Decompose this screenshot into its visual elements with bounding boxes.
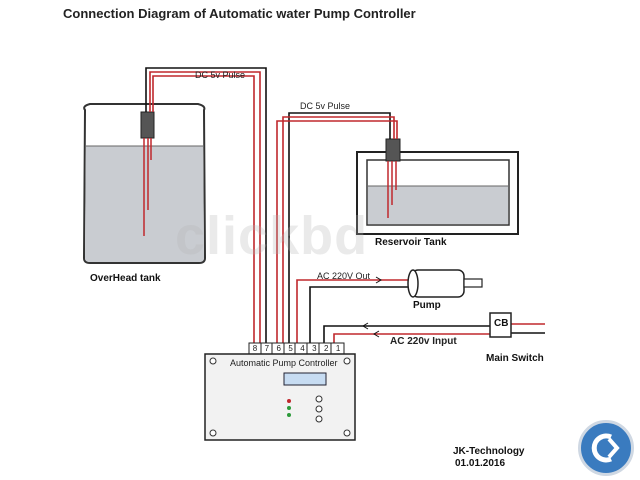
pump-label: Pump [413,300,441,311]
terminal-number: 6 [276,344,281,353]
control-button-1 [315,395,323,403]
terminal-number: 7 [264,344,270,353]
terminal-number: 2 [323,344,329,353]
overhead-sensor [140,111,155,236]
dc-pulse-label-2: DC 5v Pulse [300,101,351,111]
overhead-tank-label: OverHead tank [90,273,161,284]
company-label: JK-Technology [453,446,525,457]
cb-label: CB [494,318,509,329]
terminal-number: 4 [300,344,305,353]
date-label: 01.01.2016 [455,458,506,469]
controller-label: Automatic Pump Controller [230,358,338,368]
control-button-2 [315,405,323,413]
terminal-number: 1 [335,344,341,353]
reservoir-wires [276,112,398,345]
lcd-display [283,372,327,386]
reservoir-sensor [385,138,401,218]
control-button-3 [315,415,323,423]
overhead-wires [145,67,267,345]
ac-input-label: AC 220v Input [390,336,457,347]
terminal-numbers: 8 7 6 5 4 3 2 1 [249,343,344,354]
watermark: clickbd [175,206,369,266]
ac-out-label: AC 220V Out [317,271,371,281]
site-logo-badge [578,420,634,476]
status-led-green-2 [287,413,291,417]
pump-motor [407,269,483,298]
input-wires [323,322,545,345]
diagram-title: Connection Diagram of Automatic water Pu… [63,6,416,21]
reservoir-tank-label: Reservoir Tank [375,237,447,248]
main-switch-label: Main Switch [486,353,544,364]
logo-icon [591,433,620,463]
terminal-number: 5 [288,344,293,353]
terminal-number: 3 [312,344,317,353]
cb-box [489,312,512,338]
terminal-number: 8 [252,344,258,353]
pump-wires [296,276,412,345]
reservoir-tank [356,151,519,235]
status-led-green-1 [287,406,291,410]
controller-box [204,353,356,441]
status-led-red [287,399,291,403]
dc-pulse-label-1: DC 5v Pulse [195,70,246,80]
